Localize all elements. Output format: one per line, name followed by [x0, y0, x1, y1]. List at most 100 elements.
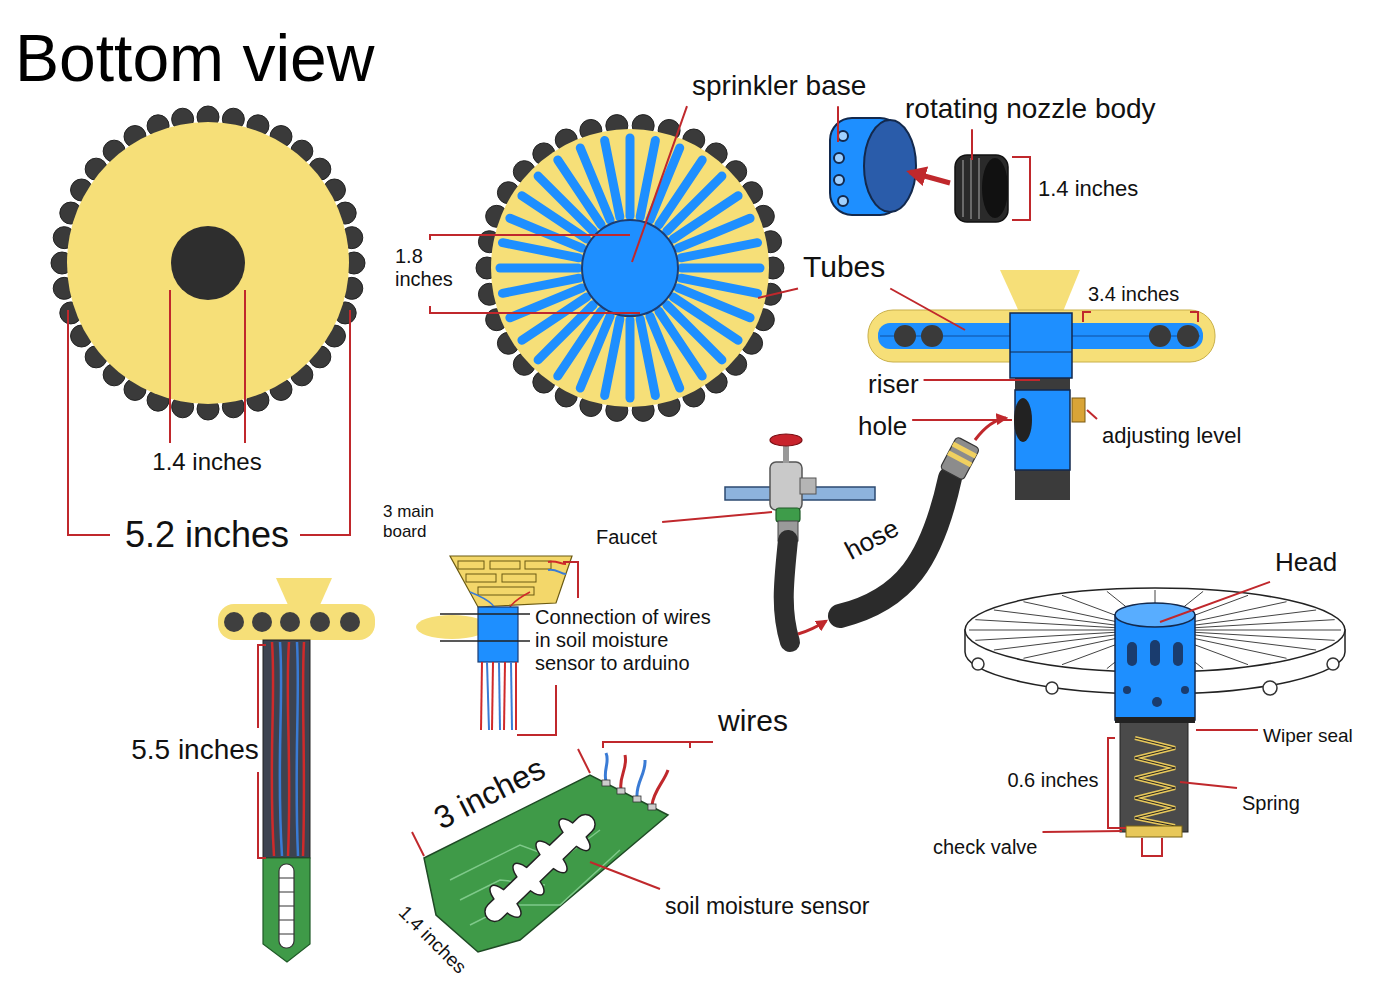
rotating-nozzle-part [970, 158, 972, 219]
board-funnel [481, 662, 482, 730]
leader-line [912, 419, 1012, 421]
dimension-bracket [517, 685, 556, 735]
sprinkler-base-gear [626, 320, 635, 398]
soil-moisture-sensor [474, 804, 605, 933]
soil-moisture-sensor [487, 882, 525, 920]
sprinkler-head [972, 658, 984, 670]
tubes-side-view [1000, 270, 1080, 314]
soil-moisture-sensor [605, 753, 607, 781]
probe [288, 642, 290, 856]
bottom-view-gear [171, 226, 245, 300]
dimension-bracket [244, 290, 246, 443]
hose [947, 451, 972, 468]
probe [218, 578, 375, 962]
board-funnel [440, 613, 530, 615]
faucet [725, 434, 875, 541]
board-funnel [548, 570, 566, 574]
dimension-bracket [258, 772, 266, 858]
rotating-nozzle-part [955, 155, 1008, 222]
part-label: 3 main board [383, 502, 453, 541]
tubes-side-view [1015, 390, 1070, 470]
leader-line [890, 289, 965, 331]
bottom-view-gear [51, 106, 365, 420]
sprinkler-head [1327, 658, 1339, 670]
sprinkler-head [1115, 603, 1195, 627]
board-funnel [511, 662, 512, 730]
sprinkler-head [1115, 717, 1195, 723]
sprinkler-base-gear [500, 264, 578, 273]
leader-line [1043, 831, 1123, 832]
soil-moisture-sensor [617, 788, 625, 794]
sprinkler-head [1150, 640, 1160, 666]
sprinkler-head [1135, 738, 1175, 826]
dimension-bracket [1012, 157, 1030, 220]
leader-line [758, 289, 798, 299]
soil-moisture-sensor [621, 755, 626, 789]
hose [784, 436, 980, 642]
dimension-label: 1.4 inches [152, 448, 261, 476]
dimension-bracket [1108, 738, 1126, 828]
part-label: Wiper seal [1263, 725, 1353, 747]
soil-moisture-sensor [482, 812, 598, 925]
sprinkler-base-part [838, 131, 848, 141]
bottom-view-gear [67, 122, 349, 404]
soil-moisture-sensor [556, 815, 594, 853]
sprinkler-base-gear [502, 278, 579, 293]
probe [263, 640, 310, 858]
board-funnel [515, 662, 517, 730]
sprinkler-head [1173, 642, 1183, 666]
flow-arrow [798, 621, 826, 634]
sprinkler-base-gear [681, 243, 758, 258]
tubes-side-view [1072, 398, 1085, 422]
dimension-bracket [578, 749, 590, 773]
sprinkler-base-part [830, 118, 916, 215]
dimension-label: 3 inches [429, 750, 552, 837]
tubes-side-view [921, 325, 943, 347]
leader-line [924, 379, 1040, 381]
part-label: soil moisture sensor [665, 893, 870, 919]
dimension-bracket [1142, 838, 1162, 856]
note-label: Connection of wires in soil moisture sen… [535, 606, 725, 675]
soil-moisture-sensor [637, 760, 645, 797]
probe [279, 864, 294, 948]
sprinkler-base-gear [476, 115, 784, 422]
sprinkler-base-gear [626, 138, 635, 216]
board-funnel [504, 662, 505, 730]
leader-line [632, 106, 687, 262]
sprinkler-head [1046, 682, 1058, 694]
sprinkler-head [1123, 686, 1131, 694]
tubes-side-view [1014, 398, 1032, 442]
dimension-bracket [1190, 312, 1198, 322]
sprinkler-head [1152, 697, 1162, 707]
probe [276, 578, 332, 605]
faucet [776, 508, 800, 522]
probe [224, 612, 244, 632]
probe [297, 642, 298, 856]
soil-moisture-sensor [602, 780, 610, 786]
leader-line [971, 129, 973, 160]
board-funnel [450, 556, 572, 607]
sprinkler-base-part [834, 153, 844, 163]
dimension-label: 5.2 inches [125, 514, 289, 555]
flow-arrow [975, 418, 1006, 440]
probe [218, 604, 375, 640]
part-label: hose [840, 514, 904, 567]
soil-moisture-sensor [474, 804, 605, 933]
leader-line [1180, 782, 1237, 788]
board-funnel [525, 561, 551, 569]
part-label: Tubes [803, 250, 885, 285]
probe [279, 934, 294, 935]
probe [252, 612, 272, 632]
part-label: wires [718, 704, 788, 739]
hose [940, 436, 980, 480]
sprinkler-head [1135, 738, 1175, 826]
dimension-bracket [430, 306, 640, 313]
tubes-side-view [1177, 325, 1199, 347]
dimension-label: 1.4 inches [1038, 176, 1138, 201]
probe [263, 858, 310, 962]
leader-line [1087, 410, 1097, 419]
